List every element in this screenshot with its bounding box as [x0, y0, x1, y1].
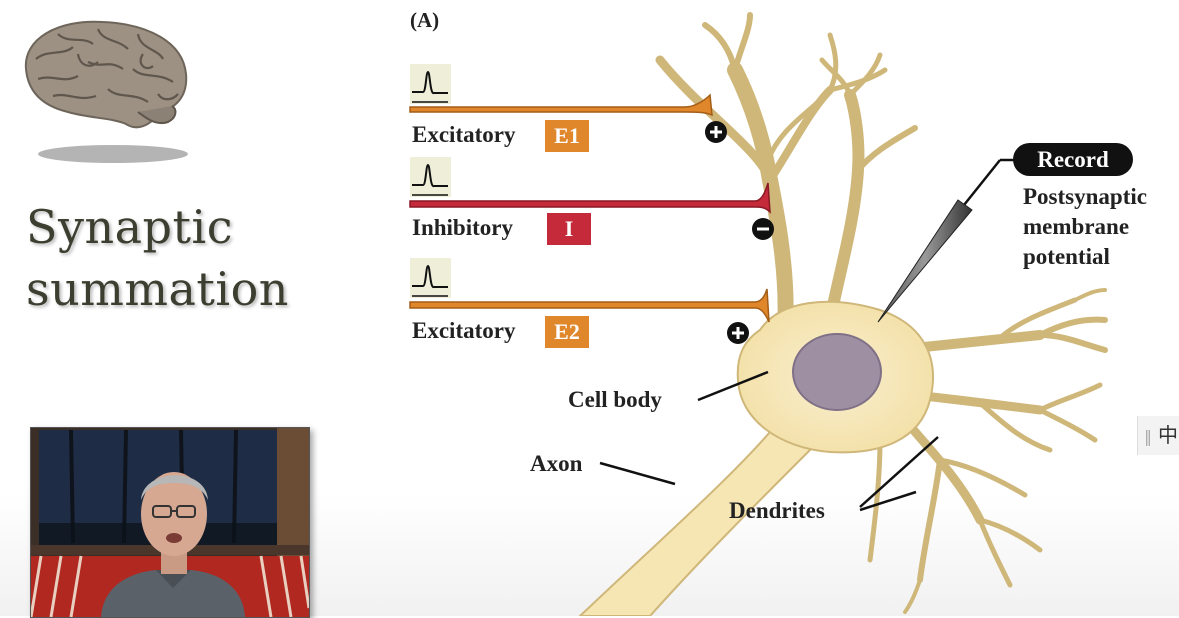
input-label-inhibitory: Inhibitory [412, 215, 513, 240]
side-widget[interactable]: ‖中 [1137, 416, 1179, 455]
neuron-diagram: (A) Excitatory E1 Inhibitory I Excitator… [360, 0, 1179, 616]
side-widget-text[interactable]: 中 [1158, 423, 1178, 447]
grip-icon[interactable]: ‖ [1144, 427, 1152, 446]
plus-sign-icon [727, 322, 749, 344]
record-desc-line-2: membrane [1023, 214, 1130, 239]
neuron-processes [655, 12, 1108, 614]
input-label-excitatory-1: Excitatory [412, 122, 516, 147]
badge-e1: E1 [545, 120, 589, 152]
minus-sign-icon [752, 218, 774, 240]
badge-i: I [547, 213, 591, 245]
neuron-figure [409, 12, 1108, 616]
brain-image [24, 20, 188, 163]
trace-icon [410, 258, 451, 298]
panel-letter: (A) [410, 8, 440, 32]
dendrite-leader [859, 436, 939, 508]
dendrite-leader [859, 490, 917, 512]
record-desc-line-1: Postsynaptic [1023, 184, 1147, 209]
trace-icon [410, 64, 451, 104]
cell-body-leader [697, 370, 769, 402]
axon-label: Axon [530, 451, 583, 476]
record-label: Record [1013, 143, 1133, 176]
plus-sign-icon [705, 121, 727, 143]
slide-title: Synaptic summation [26, 196, 346, 320]
axon [578, 418, 812, 616]
input-label-excitatory-2: Excitatory [412, 318, 516, 343]
title-line-1: Synaptic [26, 200, 233, 254]
nucleus [792, 333, 882, 411]
title-line-2: summation [26, 262, 289, 316]
record-desc-line-3: potential [1023, 244, 1110, 269]
cell-body-label: Cell body [568, 387, 662, 412]
badge-e2: E2 [545, 316, 589, 348]
record-description: Postsynaptic membrane potential [1023, 182, 1147, 272]
dendrites-label: Dendrites [729, 498, 825, 523]
input-fibers [409, 93, 771, 323]
axon-leader [599, 461, 676, 486]
electrode-icon [877, 158, 1020, 323]
presenter-webcam [30, 427, 310, 618]
trace-icon [410, 157, 451, 197]
